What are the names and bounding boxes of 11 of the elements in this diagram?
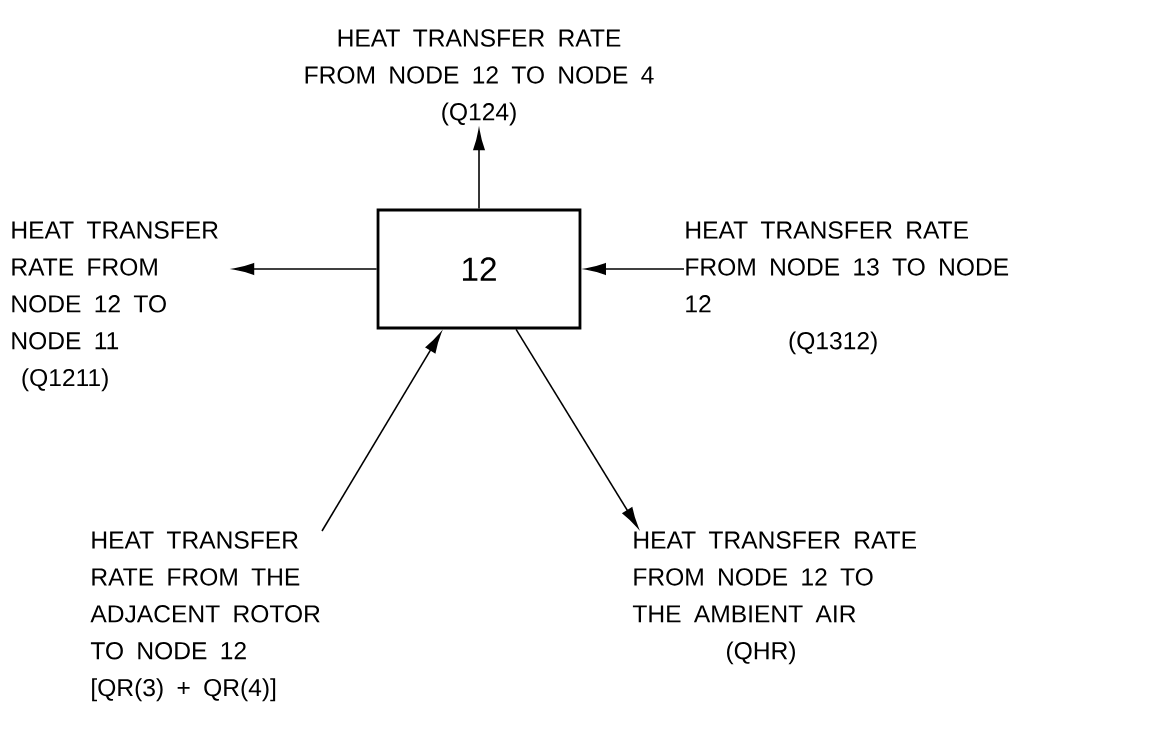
heat-flow-label: HEAT TRANSFER RATE FROM NODE 12 TO THE AMBIENT AIR (QHR): [632, 531, 916, 665]
heat-flow-label: HEAT TRANSFER RATE FROM NODE 12 TO NODE 11 (Q1211): [12, 221, 218, 392]
arrow: [473, 129, 485, 210]
arrow: [321, 332, 442, 532]
heat-flow-label: HEAT TRANSFER RATE FROM NODE 12 TO NODE 4 (Q124): [305, 29, 654, 126]
heat-flow-label: HEAT TRANSFER RATE FROM THE ADJACENT ROTOR TO NODE 12 [QR(3) + QR(4)]: [90, 531, 320, 702]
heat-flow-label: HEAT TRANSFER RATE FROM NODE 13 TO NODE 12 (Q1312): [686, 221, 1009, 355]
arrow: [585, 263, 685, 275]
arrow: [233, 263, 378, 275]
node-box: 12: [376, 208, 582, 330]
arrow: [515, 328, 639, 528]
